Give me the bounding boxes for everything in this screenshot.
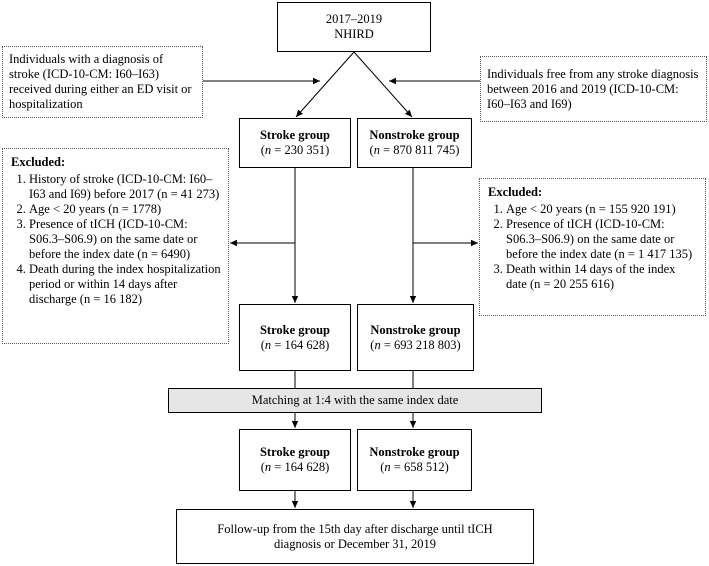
stroke-group-label: Stroke group — [259, 445, 331, 459]
arrow-nhird-to-nonstroke — [353, 51, 413, 118]
excluded-stroke-item: Age < 20 years (n = 1778) — [29, 202, 222, 217]
stroke-group-box-initial: Stroke group (n = 230 351) — [239, 118, 351, 168]
stroke-group-count: (n = 164 628) — [260, 337, 330, 352]
nonstroke-group-count: (n = 870 811 745) — [369, 143, 460, 157]
nonstroke-group-n: = 870 811 745) — [379, 143, 460, 157]
inclusion-stroke-text: Individuals with a diagnosis of stroke (… — [9, 52, 192, 111]
inclusion-nonstroke-text: Individuals free from any stroke diagnos… — [487, 66, 699, 111]
stroke-group-count: (n = 164 628) — [260, 460, 330, 474]
nonstroke-group-box-matched: Nonstroke group (n = 658 512) — [357, 429, 472, 491]
arrow-nhird-to-stroke — [295, 51, 355, 118]
stroke-group-label: Stroke group — [259, 128, 331, 142]
stroke-group-box-eligible: Stroke group (n = 164 628) — [239, 304, 351, 371]
stroke-group-label: Stroke group — [259, 322, 331, 337]
stroke-group-count: (n = 230 351) — [260, 143, 330, 157]
stroke-group-n: = 230 351) — [271, 143, 330, 157]
nonstroke-group-label: Nonstroke group — [369, 445, 460, 459]
excluded-nonstroke-item: Presence of tICH (ICD-10-CM: S06.3–S06.9… — [506, 217, 699, 262]
inclusion-stroke-box: Individuals with a diagnosis of stroke (… — [2, 46, 203, 118]
excluded-nonstroke-list: Age < 20 years (n = 155 920 191) Presenc… — [488, 202, 699, 292]
followup-box: Follow-up from the 15th day after discha… — [176, 509, 534, 564]
excluded-stroke-box: Excluded: History of stroke (ICD-10-CM: … — [2, 148, 229, 344]
source-line1: 2017–2019 — [325, 12, 383, 26]
excluded-nonstroke-item: Age < 20 years (n = 155 920 191) — [506, 202, 699, 217]
excluded-stroke-item: History of stroke (ICD-10-CM: I60–I63 an… — [29, 172, 222, 202]
nonstroke-group-count: (n = 693 218 803) — [370, 337, 461, 352]
followup-text: Follow-up from the 15th day after discha… — [217, 521, 493, 551]
source-line2: NHIRD — [334, 27, 374, 41]
nonstroke-group-count: (n = 658 512) — [380, 460, 449, 474]
matching-text: Matching at 1:4 with the same index date — [251, 393, 459, 407]
matching-box: Matching at 1:4 with the same index date — [168, 388, 542, 413]
nonstroke-group-label: Nonstroke group — [370, 322, 461, 337]
excluded-stroke-title: Excluded: — [11, 155, 66, 169]
nonstroke-group-label: Nonstroke group — [369, 128, 460, 142]
excluded-stroke-item: Death during the index hospitalization p… — [29, 262, 222, 307]
excluded-nonstroke-item: Death within 14 days of the index date (… — [506, 262, 699, 292]
excluded-nonstroke-box: Excluded: Age < 20 years (n = 155 920 19… — [479, 178, 706, 316]
stroke-group-n: = 164 628) — [271, 460, 330, 474]
nonstroke-group-box-initial: Nonstroke group (n = 870 811 745) — [357, 118, 472, 168]
excluded-stroke-list: History of stroke (ICD-10-CM: I60–I63 an… — [11, 172, 222, 307]
nonstroke-group-n: = 658 512) — [390, 460, 449, 474]
stroke-group-n: = 164 628) — [271, 337, 330, 352]
excluded-nonstroke-title: Excluded: — [488, 185, 543, 199]
excluded-stroke-item: Presence of tICH (ICD-10-CM: S06.3–S06.9… — [29, 217, 222, 262]
stroke-group-box-matched: Stroke group (n = 164 628) — [239, 429, 351, 491]
inclusion-nonstroke-box: Individuals free from any stroke diagnos… — [480, 56, 707, 122]
source-box: 2017–2019 NHIRD — [277, 2, 431, 52]
nonstroke-group-box-eligible: Nonstroke group (n = 693 218 803) — [357, 304, 474, 371]
nonstroke-group-n: = 693 218 803) — [380, 337, 461, 352]
